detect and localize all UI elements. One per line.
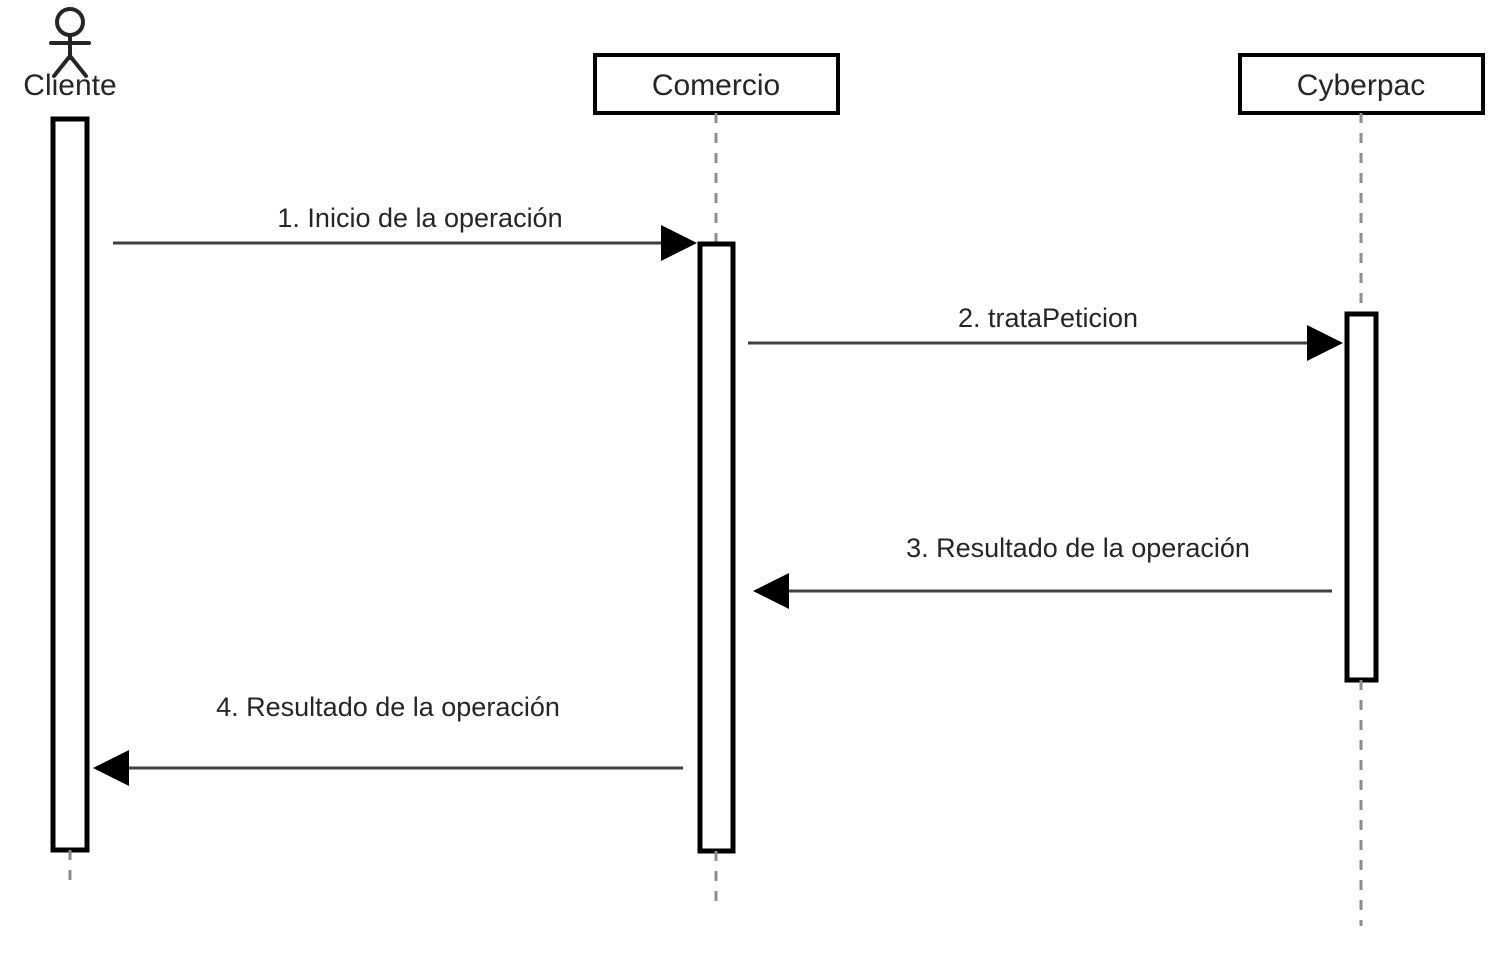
activation-bar-cyberpac bbox=[1344, 311, 1379, 683]
activation-bar-comercio bbox=[697, 241, 736, 854]
participant-comercio[interactable]: Comercio bbox=[593, 53, 840, 906]
activation-bar-cliente bbox=[50, 116, 90, 853]
stick-figure-actor-icon bbox=[49, 7, 91, 78]
participant-label-cyberpac: Cyberpac bbox=[1297, 69, 1425, 102]
message-4[interactable]: 4. Resultado de la operación bbox=[93, 692, 683, 786]
participant-cyberpac[interactable]: Cyberpac bbox=[1238, 53, 1485, 926]
message-label-3: 3. Resultado de la operación bbox=[906, 533, 1250, 563]
message-1[interactable]: 1. Inicio de la operación bbox=[113, 203, 697, 261]
participant-box-cyberpac[interactable] bbox=[1238, 53, 1485, 115]
participant-label-comercio: Comercio bbox=[652, 69, 780, 102]
participant-box-comercio[interactable] bbox=[593, 53, 840, 115]
participant-cliente[interactable]: Cliente bbox=[23, 7, 117, 886]
message-2[interactable]: 2. trataPeticion bbox=[748, 303, 1343, 361]
message-label-2: 2. trataPeticion bbox=[958, 303, 1138, 333]
message-label-4: 4. Resultado de la operación bbox=[216, 692, 560, 722]
message-3[interactable]: 3. Resultado de la operación bbox=[753, 533, 1332, 609]
message-label-1: 1. Inicio de la operación bbox=[277, 203, 562, 233]
participant-label-cliente: Cliente bbox=[23, 69, 116, 102]
